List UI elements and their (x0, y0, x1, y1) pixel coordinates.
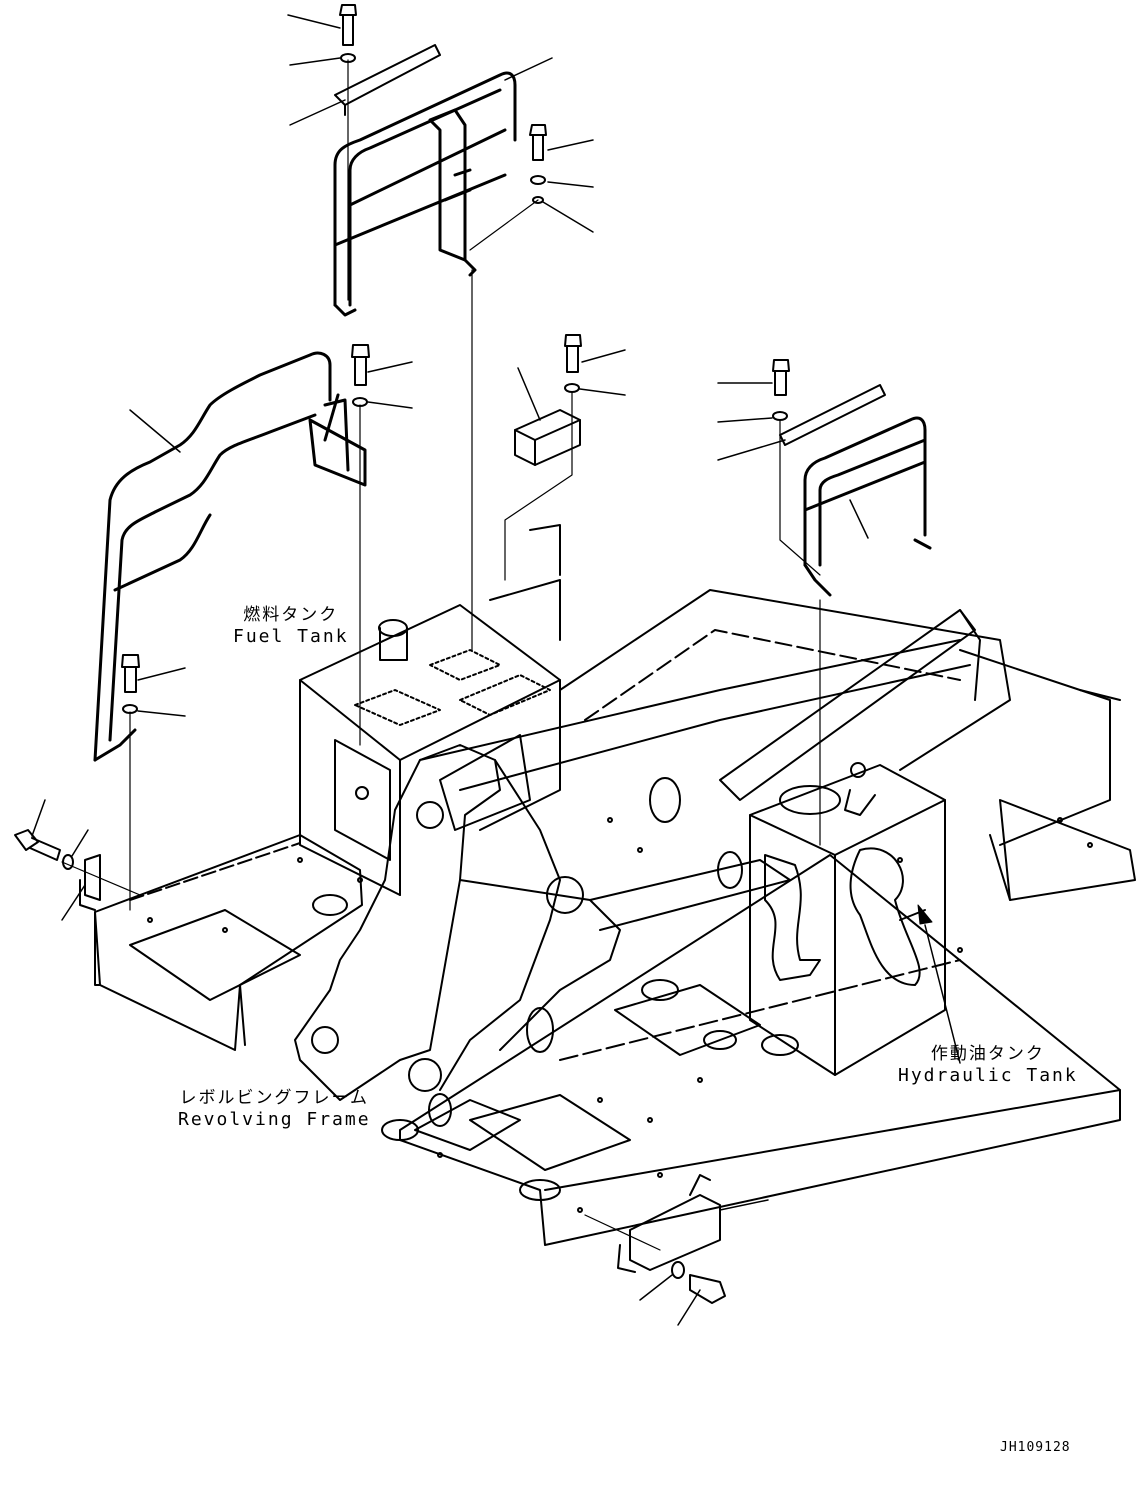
handrail-left (93, 351, 367, 762)
bolts (14, 4, 790, 1304)
revolving-frame-label: レボルビングフレーム Revolving Frame (178, 1087, 371, 1131)
hydraulic-tank (749, 762, 946, 1076)
revolving-frame-label-jp: レボルビングフレーム (179, 1088, 370, 1108)
revolving-frame (94, 589, 1136, 1246)
hydraulic-tank-label-en: Hydraulic Tank (898, 1065, 1078, 1086)
fuel-tank (299, 524, 561, 896)
top-bracket-plate (334, 44, 441, 116)
drawing-code: JH109128 (1000, 1440, 1071, 1455)
hydraulic-tank-label: 作動油タンク Hydraulic Tank (898, 1043, 1078, 1087)
handrail-top-center (333, 71, 517, 317)
middle-bracket (514, 409, 581, 466)
step-left (79, 854, 101, 911)
fuel-tank-label-en: Fuel Tank (233, 626, 349, 647)
fuel-tank-label: 燃料タンク Fuel Tank (233, 604, 349, 648)
fuel-tank-label-jp: 燃料タンク (243, 605, 339, 625)
hydraulic-tank-label-jp: 作動油タンク (930, 1044, 1045, 1064)
handrail-right (803, 416, 932, 597)
revolving-frame-label-en: Revolving Frame (178, 1109, 371, 1130)
step-right (617, 1174, 721, 1273)
leader-lines (31, 14, 961, 1326)
leader-arrowhead (917, 904, 933, 925)
right-bracket-plate (779, 384, 886, 446)
alignment-lines (61, 59, 821, 1251)
